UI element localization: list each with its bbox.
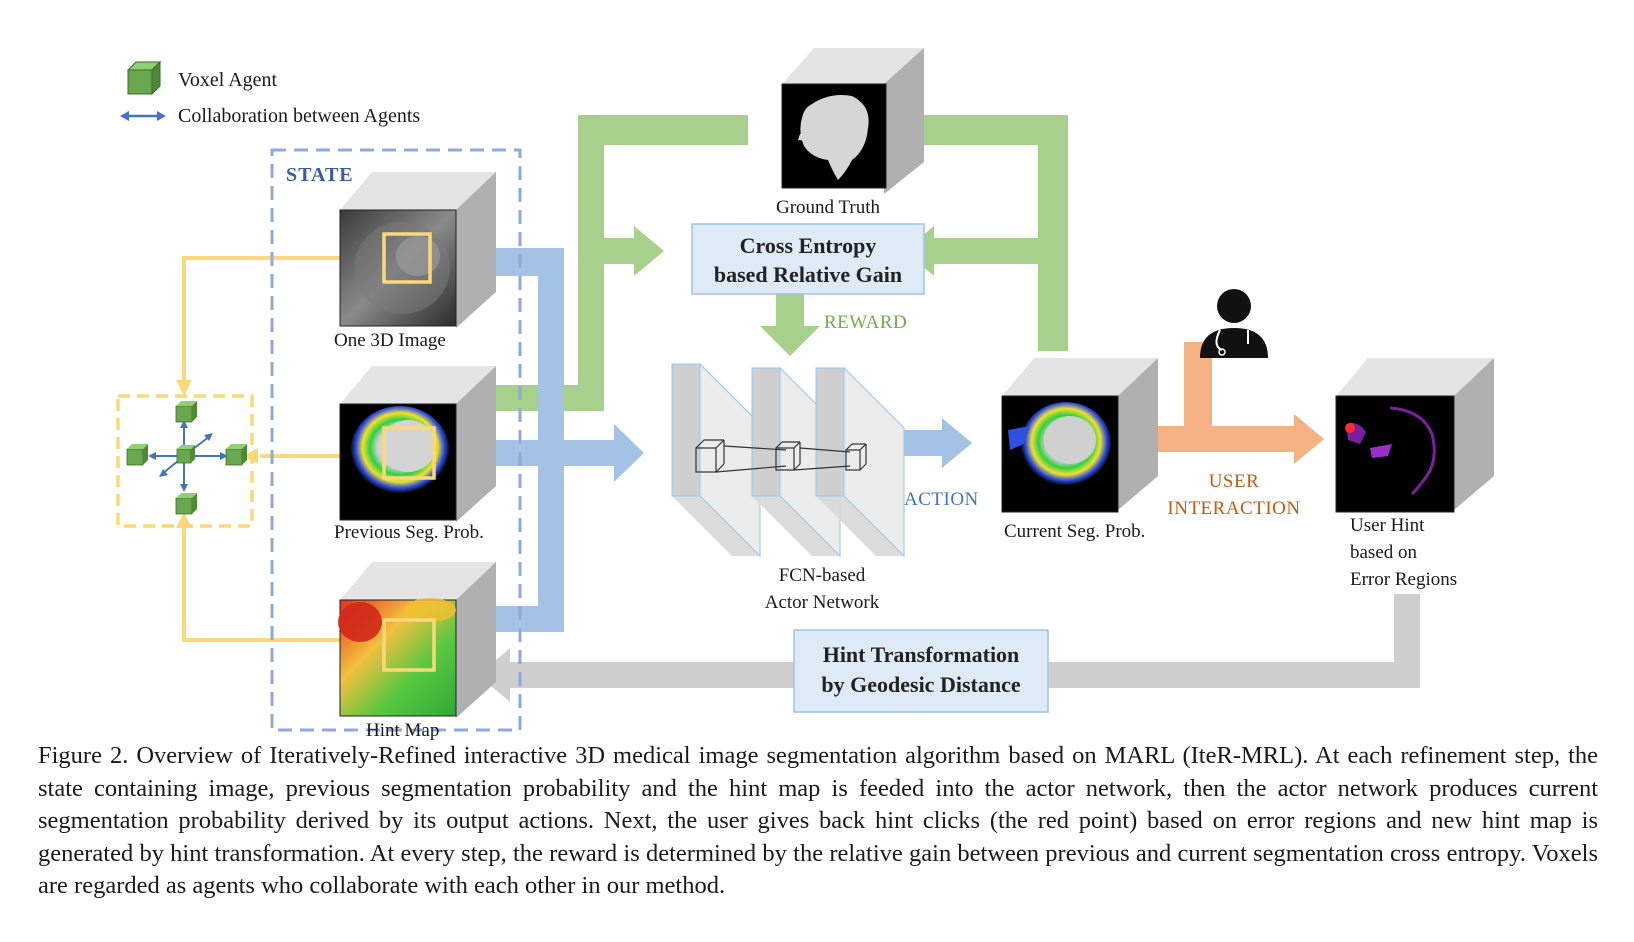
user-interaction-line1: USER [1209,471,1260,492]
agent-cube-center [176,445,195,464]
user-hint-line2: based on [1350,542,1418,563]
reward-arrow [760,292,820,356]
figure-caption: Figure 2. Overview of Iteratively-Refine… [38,742,1598,899]
reward-label: REWARD [824,312,907,333]
yellow-arrowhead-up [176,512,192,528]
user-hint-line1: User Hint [1350,515,1425,536]
fcn-layer-1 [671,362,761,558]
hint-map-label: Hint Map [366,720,439,740]
hint-transformation-line1: Hint Transformation [823,642,1020,667]
fcn-kernels [695,439,867,473]
agents-box [116,394,254,528]
agent-cube-right [225,444,247,466]
state-title: STATE [286,164,354,186]
legend-voxel-agent-label: Voxel Agent [178,69,278,91]
hint-click-point [1345,423,1355,433]
fcn-label-line1: FCN-based [779,565,866,586]
user-hint-line3: Error Regions [1350,569,1457,590]
hint-map-cube [338,562,496,718]
previous-seg-cube [339,366,496,522]
marl-diagram: Voxel Agent Collaboration between Agents [116,48,1494,740]
current-seg-cube [1001,358,1158,513]
cross-entropy-line1: Cross Entropy [740,233,877,258]
cross-entropy-box: Cross Entropy based Relative Gain [691,223,925,295]
user-hint-cube [1335,358,1494,513]
cross-entropy-line2: based Relative Gain [714,262,902,287]
previous-seg-label: Previous Seg. Prob. [334,522,484,543]
hint-transformation-line2: by Geodesic Distance [821,672,1020,697]
legend: Voxel Agent Collaboration between Agents [120,60,420,127]
yellow-arrowhead-left [242,448,258,464]
doctor-icon [1200,289,1268,358]
legend-collaboration-label: Collaboration between Agents [178,105,420,127]
state-box: STATE [270,148,522,732]
double-arrow-icon [120,111,166,121]
agent-cube-top [175,401,197,423]
green-arrow-prev-seg-to-cross-entropy [474,115,748,411]
ground-truth-label: Ground Truth [776,197,880,218]
agent-cube-bottom [175,493,197,515]
fcn-label-line2: Actor Network [765,592,880,613]
action-label: ACTION [904,489,979,510]
voxel-agent-icon [126,60,162,96]
blue-arrow-state-to-actor [474,248,644,632]
yellow-arrowhead-down [176,380,192,396]
image-volume-cube [339,172,496,328]
hint-transformation-box: Hint Transformation by Geodesic Distance [793,629,1049,713]
ground-truth-cube [781,48,924,194]
user-interaction-line2: INTERACTION [1167,498,1300,519]
image-volume-label: One 3D Image [334,330,446,351]
agent-cube-left [126,444,148,466]
current-seg-label: Current Seg. Prob. [1004,521,1145,542]
fcn-actor-network [671,362,905,558]
